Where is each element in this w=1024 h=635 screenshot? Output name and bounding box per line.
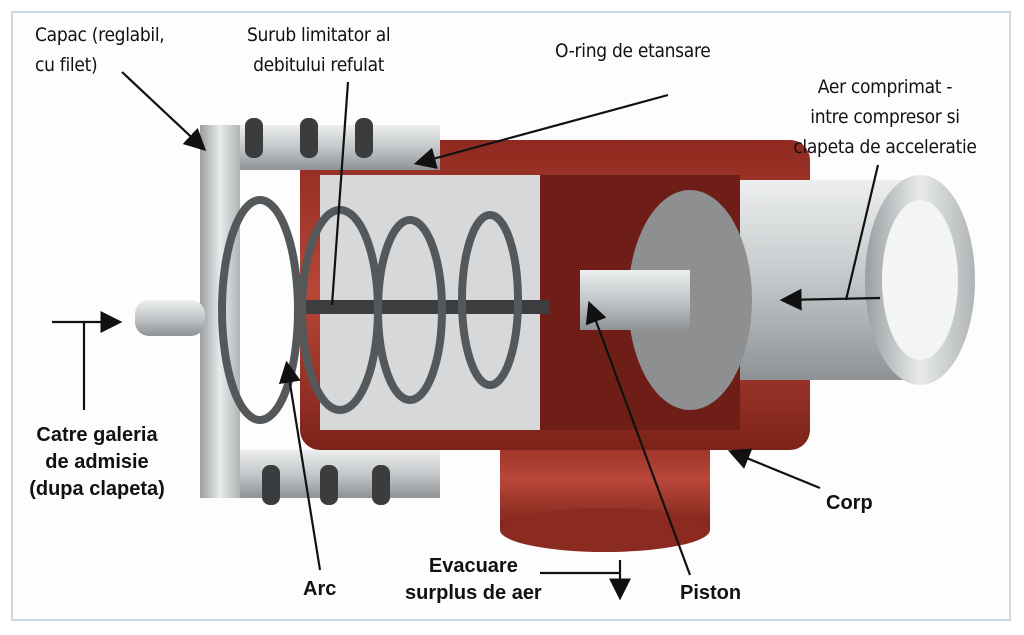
label-corp: Corp — [826, 492, 873, 514]
label-line: debitului refulat — [253, 54, 385, 76]
label-oring: O-ring de etansare — [555, 40, 711, 62]
label-catre: Catre galeria de admisie (dupa clapeta) — [22, 422, 172, 503]
label-line: surplus de aer — [405, 582, 542, 604]
label-aer: Aer comprimat - intre compresor si clape… — [765, 72, 1005, 162]
label-evacuare: Evacuare surplus de aer — [405, 553, 542, 607]
label-capac: Capac (reglabil, cu filet) — [35, 20, 165, 80]
label-line: Surub limitator al — [247, 24, 391, 46]
label-line: Evacuare — [428, 555, 518, 577]
leader-lines — [52, 71, 881, 601]
label-surub: Surub limitator al debitului refulat — [247, 20, 391, 80]
label-line: Catre galeria — [36, 424, 158, 446]
label-piston: Piston — [680, 582, 742, 604]
label-arc: Arc — [303, 578, 337, 600]
label-line: clapeta de acceleratie — [793, 136, 977, 158]
label-line: intre compresor si — [810, 106, 960, 128]
label-line: (dupa clapeta) — [29, 478, 165, 500]
label-line: Capac (reglabil, — [35, 24, 165, 46]
label-line: cu filet) — [35, 54, 98, 76]
label-line: de admisie — [45, 451, 149, 473]
valve-body — [135, 118, 975, 552]
label-line: Aer comprimat - — [817, 76, 953, 98]
